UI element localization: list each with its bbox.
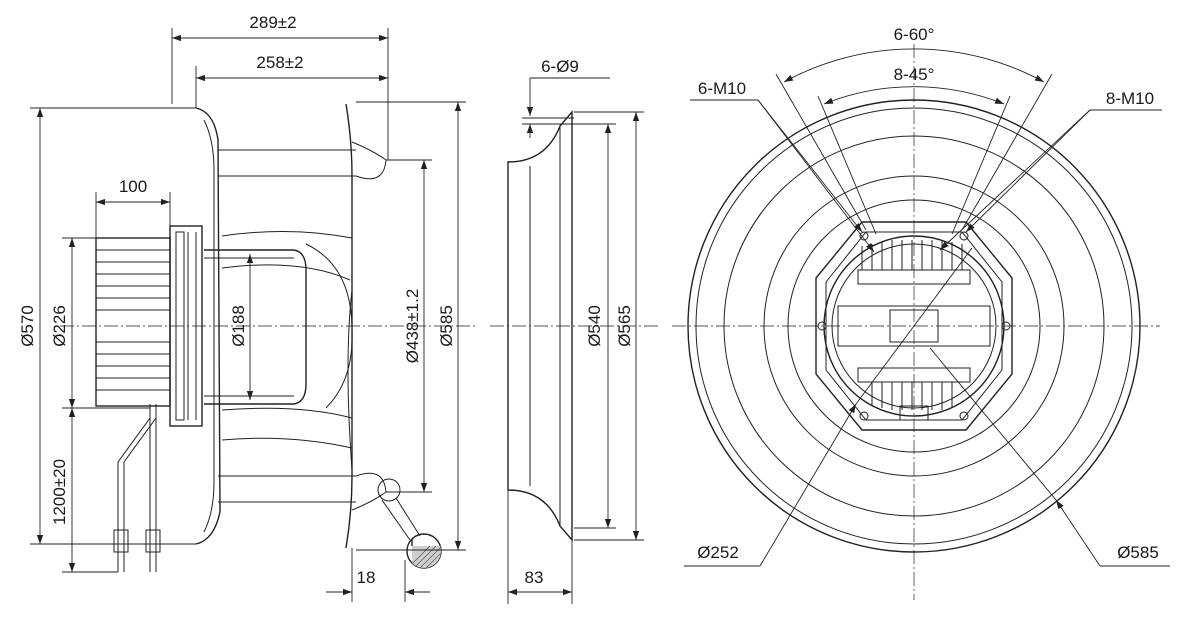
- dim-diameter-438: Ø438±1.2: [386, 159, 432, 493]
- dim-diameter-438-label: Ø438±1.2: [403, 289, 422, 364]
- dim-thread-6: 6-M10: [690, 79, 875, 253]
- dim-diameter-226-label: Ø226: [50, 305, 69, 347]
- dim-angle-60: 6-60°: [775, 25, 1053, 231]
- dim-angle-60-label: 6-60°: [894, 25, 935, 44]
- motor-body: [95, 237, 171, 407]
- dim-cable-length-label: 1200±20: [50, 459, 69, 525]
- motor-flange-front: [815, 221, 1013, 431]
- cable: [113, 404, 161, 572]
- dim-diameter-226: Ø226: [50, 237, 150, 409]
- dim-thread-6-label: 6-M10: [698, 79, 746, 98]
- detail-view: [406, 533, 442, 569]
- dim-holes: 6-Ø9: [522, 57, 610, 138]
- dim-angle-45-label: 8-45°: [894, 65, 935, 84]
- dim-holes-label: 6-Ø9: [541, 57, 579, 76]
- dim-overall-length-label: 289±2: [249, 13, 296, 32]
- dim-diameter-585-side-label: Ø585: [437, 305, 456, 347]
- dim-diameter-585-side: Ø585: [356, 101, 466, 551]
- dim-width-83-label: 83: [525, 568, 544, 587]
- dim-diameter-565-label: Ø565: [615, 305, 634, 347]
- dim-diameter-540-label: Ø540: [585, 305, 604, 347]
- dim-diameter-565: Ø565: [574, 111, 644, 541]
- dim-diameter-252: Ø252: [684, 247, 973, 567]
- dim-diameter-585-front-label: Ø585: [1117, 543, 1159, 562]
- impeller-blades: [221, 230, 353, 471]
- dim-diameter-188: Ø188: [229, 254, 254, 400]
- side-view: 289±2 258±2 100 Ø570 Ø226: [18, 13, 475, 602]
- motor-face: [823, 235, 1005, 421]
- dim-cable-length: 1200±20: [50, 408, 118, 573]
- dim-detail-18: 18: [326, 548, 430, 602]
- dim-diameter-540: Ø540: [574, 123, 616, 529]
- dim-detail-18-label: 18: [357, 568, 376, 587]
- dim-motor-length: 100: [95, 177, 171, 238]
- dim-angle-45: 8-45°: [817, 65, 1011, 235]
- dim-diameter-585-front: Ø585: [929, 347, 1170, 567]
- ring-view: 6-Ø9 Ø540 Ø565 83: [490, 57, 660, 604]
- dim-thread-8: 8-M10: [939, 89, 1162, 251]
- dim-width-83: 83: [507, 490, 573, 604]
- dim-overall-length: 289±2: [171, 13, 389, 160]
- inlet-plate: [195, 107, 356, 545]
- dim-diameter-570-label: Ø570: [18, 305, 37, 347]
- dim-diameter-252-label: Ø252: [697, 543, 739, 562]
- dim-motor-length-label: 100: [119, 177, 147, 196]
- dim-diameter-570: Ø570: [18, 107, 196, 545]
- dim-thread-8-label: 8-M10: [1106, 89, 1154, 108]
- dim-diameter-188-label: Ø188: [229, 305, 248, 347]
- detail-marker: [377, 478, 401, 502]
- dim-housing-length-label: 258±2: [256, 53, 303, 72]
- dim-housing-length: 258±2: [195, 53, 388, 108]
- front-view: 6-60° 8-45° 6-M10 8-M10 Ø252: [672, 25, 1170, 600]
